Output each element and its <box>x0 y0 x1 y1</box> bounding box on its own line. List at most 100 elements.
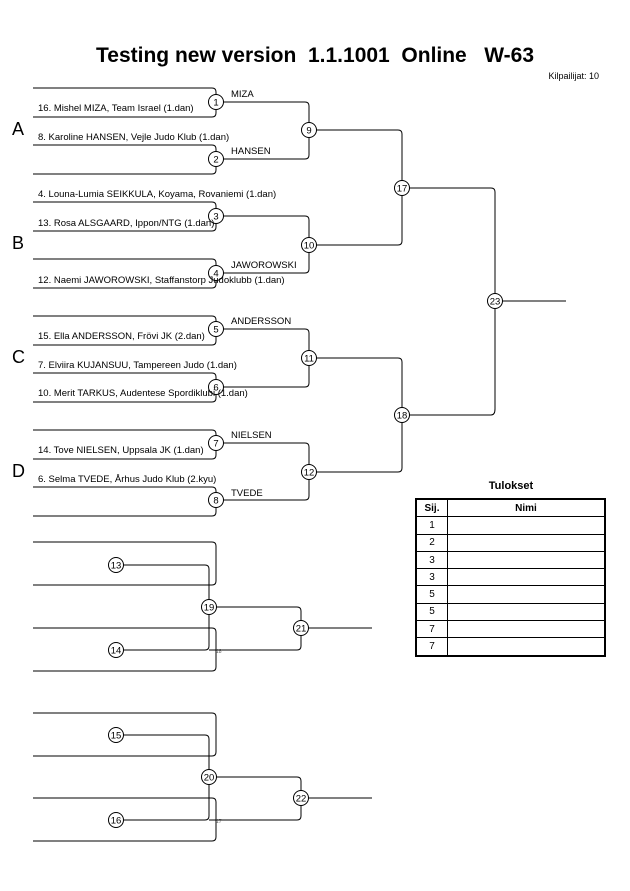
entry-hansen: 8. Karoline HANSEN, Vejle Judo Klub (1.d… <box>38 132 230 143</box>
results-row: 5 <box>415 585 606 604</box>
match-circle <box>208 435 224 451</box>
pool-label-c: C <box>12 347 25 367</box>
match-number: 15 <box>111 730 122 741</box>
match-number: 4 <box>213 268 218 279</box>
match-circle <box>108 557 124 573</box>
results-title: Tulokset <box>488 480 534 492</box>
match-number: 12 <box>304 467 315 478</box>
winner-match-2: HANSEN <box>231 146 271 157</box>
match-circle <box>208 321 224 337</box>
results-name <box>447 585 606 604</box>
results-name <box>447 533 606 552</box>
match-number: 3 <box>213 211 218 222</box>
match-number: 11 <box>304 353 314 364</box>
match-number: 23 <box>490 296 501 307</box>
results-name <box>447 637 606 657</box>
entry-miza: 16. Mishel MIZA, Team Israel (1.dan) <box>38 103 194 114</box>
page-title: Testing new version 1.1.1001 Online W-63 <box>96 44 534 67</box>
results-name <box>447 620 606 639</box>
results-row: 1 <box>415 516 606 535</box>
results-row: 2 <box>415 533 606 552</box>
match-circle <box>108 727 124 743</box>
pool-label-d: D <box>12 461 25 481</box>
match-circle <box>301 464 317 480</box>
entry-nielsen: 14. Tove NIELSEN, Uppsala JK (1.dan) <box>38 445 204 456</box>
results-table: Sij. Nimi 1 2 3 3 5 5 7 7 <box>415 498 606 657</box>
results-row: 5 <box>415 602 606 622</box>
match-number: 20 <box>204 772 215 783</box>
pool-label-b: B <box>12 233 25 253</box>
match-circle <box>301 237 317 253</box>
results-name <box>447 516 606 535</box>
results-row: 7 <box>415 620 606 639</box>
competitor-count: Kilpailijat: 10 <box>548 71 599 81</box>
match-circle <box>201 769 217 785</box>
results-place: 7 <box>415 620 448 639</box>
entry-kujansuu: 7. Elviira KUJANSUU, Tampereen Judo (1.d… <box>38 360 237 371</box>
match-number: 2 <box>213 154 218 165</box>
results-row: 3 <box>415 568 606 587</box>
match-circle <box>108 642 124 658</box>
match-number: 18 <box>397 410 408 421</box>
small-mark-17: 17 <box>216 819 222 825</box>
results-header-row: Sij. Nimi <box>415 498 606 518</box>
results-name <box>447 550 606 570</box>
match-number: 19 <box>204 602 215 613</box>
match-number: 9 <box>306 125 311 136</box>
results-row: 7 <box>415 637 606 657</box>
entry-jaworowski: 12. Naemi JAWOROWSKI, Staffanstorp Judok… <box>38 275 285 286</box>
match-circle <box>208 492 224 508</box>
match-number: 5 <box>213 324 218 335</box>
match-circle <box>301 350 317 366</box>
match-circle <box>293 620 309 636</box>
match-circle <box>208 151 224 167</box>
match-number: 10 <box>304 240 315 251</box>
winner-match-8: TVEDE <box>231 488 263 499</box>
match-number: 16 <box>111 815 122 826</box>
results-row: 3 <box>415 550 606 570</box>
entry-tvede: 6. Selma TVEDE, Århus Judo Klub (2.kyu) <box>38 474 217 485</box>
match-circle <box>208 94 224 110</box>
match-circle <box>108 812 124 828</box>
match-number: 21 <box>296 623 307 634</box>
results-place: 3 <box>415 550 448 570</box>
winner-match-7: NIELSEN <box>231 430 272 441</box>
entry-andersson: 15. Ella ANDERSSON, Frövi JK (2.dan) <box>38 331 205 342</box>
results-name <box>447 602 606 622</box>
entry-alsgaard: 13. Rosa ALSGAARD, Ippon/NTG (1.dan) <box>38 218 215 229</box>
pool-label-a: A <box>12 119 25 139</box>
match-circle <box>394 407 410 423</box>
entry-tarkus: 10. Merit TARKUS, Audentese Spordiklubi … <box>38 388 248 399</box>
match-number: 8 <box>213 495 218 506</box>
match-circle <box>394 180 410 196</box>
match-circle <box>301 122 317 138</box>
results-name <box>447 568 606 587</box>
results-place: 5 <box>415 585 448 604</box>
match-circle <box>293 790 309 806</box>
results-place: 7 <box>415 637 448 657</box>
match-number: 6 <box>213 382 218 393</box>
results-place: 3 <box>415 568 448 587</box>
small-mark-18: 18 <box>216 649 222 655</box>
winner-match-1: MIZA <box>231 89 254 100</box>
match-circle <box>201 599 217 615</box>
match-number: 17 <box>397 183 408 194</box>
winner-match-4: JAWOROWSKI <box>231 260 297 271</box>
match-number: 14 <box>111 645 122 656</box>
results-place: 5 <box>415 602 448 622</box>
entry-seikkula: 4. Louna-Lumia SEIKKULA, Koyama, Rovanie… <box>38 189 277 200</box>
results-place: 2 <box>415 533 448 552</box>
match-circle <box>208 265 224 281</box>
match-number: 7 <box>213 438 218 449</box>
winner-match-5: ANDERSSON <box>231 316 292 327</box>
results-place: 1 <box>415 516 448 535</box>
match-number: 1 <box>213 97 218 108</box>
results-col-place: Sij. <box>415 498 448 518</box>
match-circle <box>208 379 224 395</box>
match-number: 13 <box>111 560 122 571</box>
match-number: 22 <box>296 793 307 804</box>
match-circle <box>487 293 503 309</box>
match-circle <box>208 208 224 224</box>
results-col-name: Nimi <box>447 498 606 518</box>
